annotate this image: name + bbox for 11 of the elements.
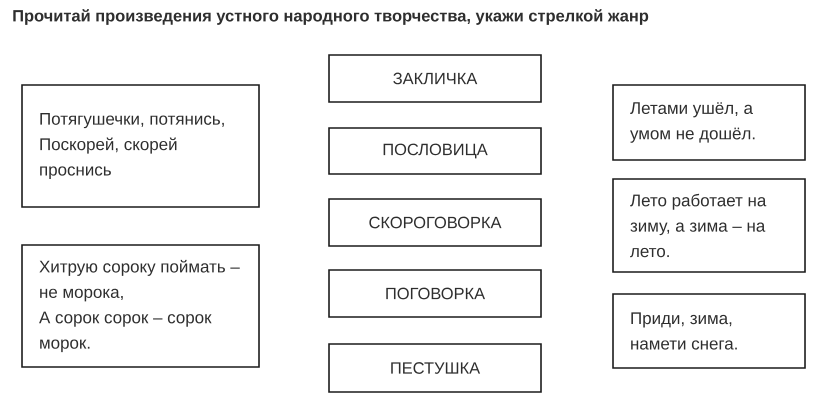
text-box: Приди, зима, намети снега.: [612, 293, 806, 369]
label-box: СКОРОГОВОРКА: [328, 198, 542, 247]
title: Прочитай произведения устного народного творчества, укажи стрелкой жанр: [13, 9, 648, 25]
label-box: ПОГОВОРКА: [328, 269, 542, 318]
label-box: ПОСЛОВИЦА: [328, 127, 542, 175]
label-box: ПЕСТУШКА: [328, 343, 542, 393]
label-box: ЗАКЛИЧКА: [328, 54, 542, 103]
text-box: Летами ушёл, а умом не дошёл.: [612, 84, 806, 161]
text-box: Лето работает на зиму, а зима – на лето.: [612, 178, 806, 273]
text-box: Потягушечки, потянись, Поскорей, скорей проснись: [21, 84, 260, 208]
text-box: Хитрую сороку поймать – не морока, А сорок сорок – сорок морок.: [21, 244, 260, 368]
